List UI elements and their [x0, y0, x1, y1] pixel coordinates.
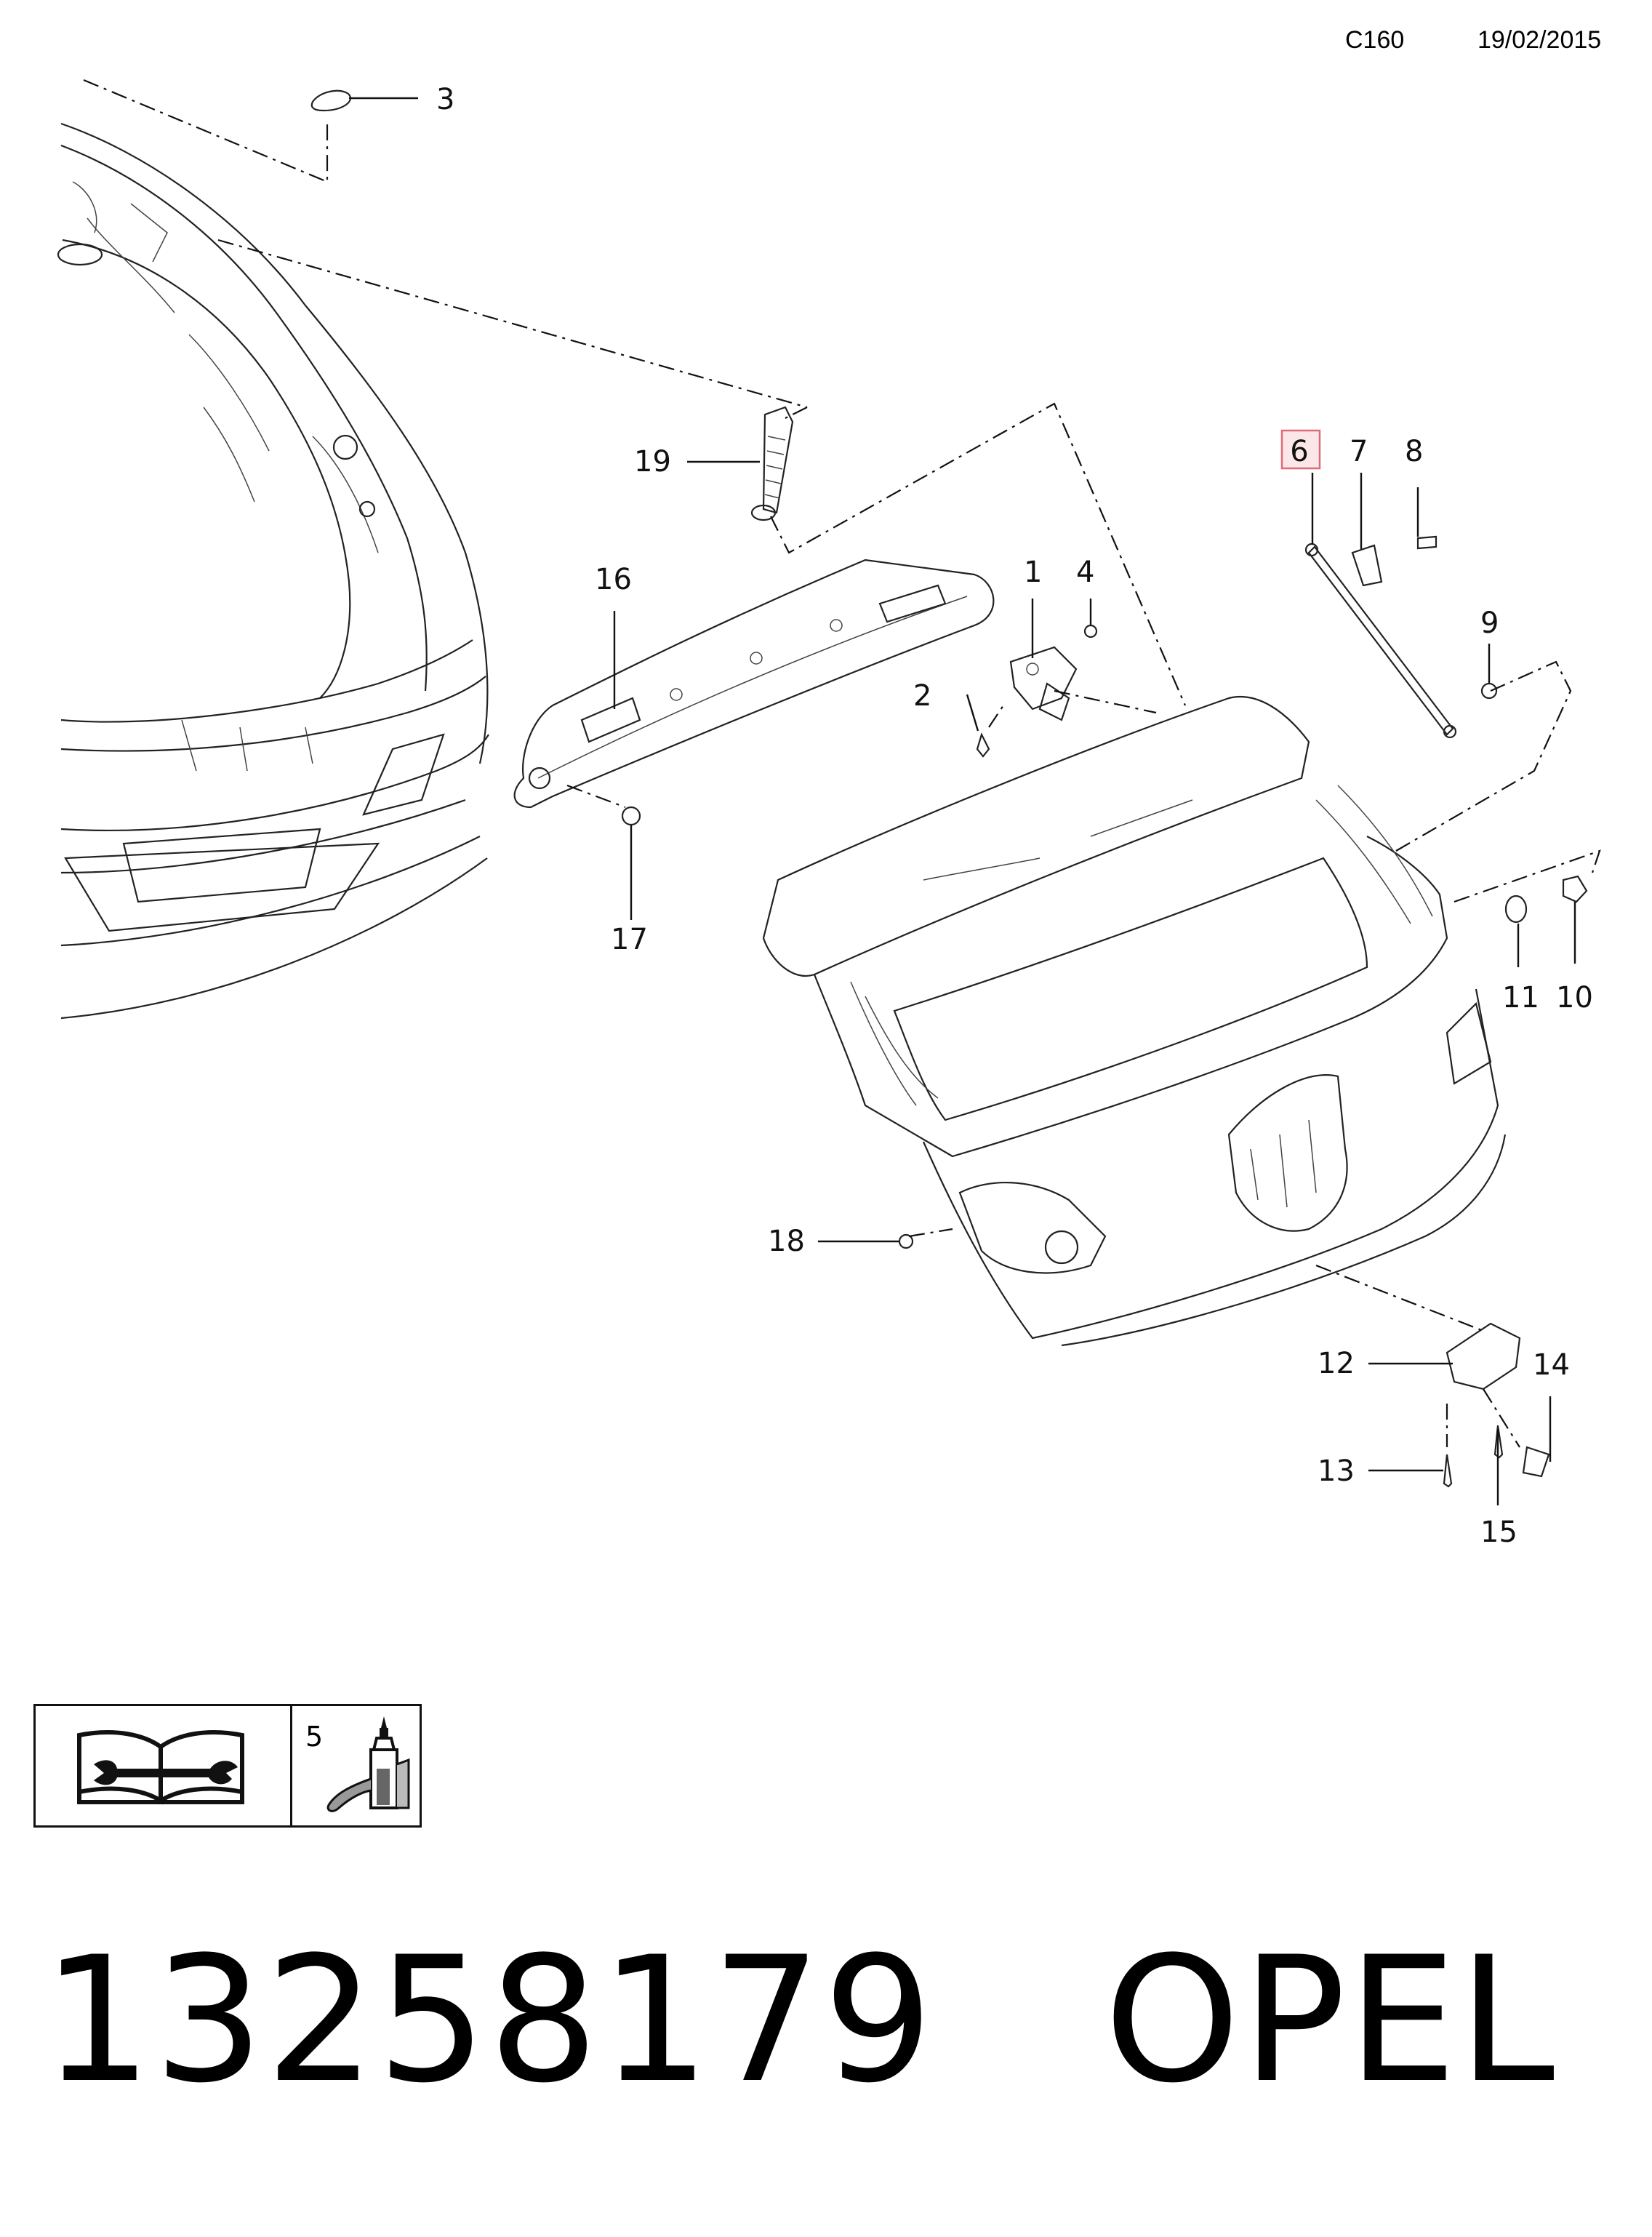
- callout-9: 9: [1480, 607, 1499, 640]
- part-12-latch: [1446, 1322, 1521, 1390]
- callout-16: 16: [595, 563, 632, 596]
- part-10-bumper: [1562, 875, 1588, 903]
- diagram-code: C160: [1345, 26, 1405, 54]
- diagram-date: 19/02/2015: [1477, 26, 1602, 54]
- callout-2: 2: [913, 679, 931, 713]
- leader-lines: [349, 97, 1576, 1505]
- callout-4: 4: [1076, 556, 1094, 589]
- exploded-parts-diagram: 3 19 16 1 4 2 17 6 7 8 9 11 10 12 14 13 …: [57, 79, 1601, 1549]
- callout-6: 6: [1290, 435, 1308, 468]
- part-6-gas-strut: [1304, 543, 1457, 739]
- callout-15: 15: [1480, 1516, 1517, 1549]
- part-4-nut: [1083, 624, 1098, 639]
- part-15-screw: [1493, 1425, 1504, 1459]
- car-body-rear: [57, 122, 489, 1020]
- callout-17: 17: [611, 923, 648, 956]
- callout-11: 11: [1502, 981, 1539, 1015]
- highlighted-part-6-box: [1280, 429, 1321, 470]
- part-1-hinge: [1009, 646, 1078, 721]
- callout-1: 1: [1024, 556, 1042, 589]
- callout-8: 8: [1405, 435, 1423, 468]
- tailgate-panel: [762, 696, 1507, 1347]
- callout-7: 7: [1350, 435, 1368, 468]
- legend-box: 5: [33, 1704, 422, 1828]
- callout-19: 19: [634, 445, 671, 479]
- part-11-plug: [1504, 895, 1528, 924]
- callout-12: 12: [1318, 1347, 1355, 1380]
- part-19-bolt: [750, 406, 794, 521]
- part-18-grommet: [898, 1233, 914, 1249]
- legend-manual-cell: [36, 1706, 292, 1825]
- callout-18: 18: [768, 1225, 805, 1258]
- part-3-cap: [310, 89, 351, 112]
- part-8-screw: [1416, 535, 1438, 550]
- service-manual-icon: [77, 1729, 244, 1805]
- assembly-lines: [83, 79, 1601, 1448]
- part-9-clip: [1480, 682, 1498, 700]
- legend-number-5: 5: [305, 1721, 324, 1753]
- callout-14: 14: [1533, 1348, 1570, 1382]
- part-17-washer: [621, 806, 641, 826]
- legend-adhesive-cell: 5: [292, 1706, 420, 1825]
- part-14-switch: [1522, 1446, 1550, 1478]
- brand-name: OPEL: [1104, 1920, 1557, 2121]
- part-number-footer: 13258179 OPEL: [42, 1934, 1556, 2108]
- callout-10: 10: [1556, 981, 1593, 1015]
- adhesive-bottle-icon: [326, 1716, 410, 1812]
- part-number: 13258179: [42, 1920, 935, 2121]
- callout-13: 13: [1318, 1454, 1355, 1488]
- part-16-reinforcement: [513, 559, 995, 809]
- part-2-bolt: [976, 732, 990, 758]
- part-13-screw: [1443, 1454, 1453, 1488]
- part-7-bracket: [1351, 544, 1383, 587]
- callout-3: 3: [436, 83, 454, 116]
